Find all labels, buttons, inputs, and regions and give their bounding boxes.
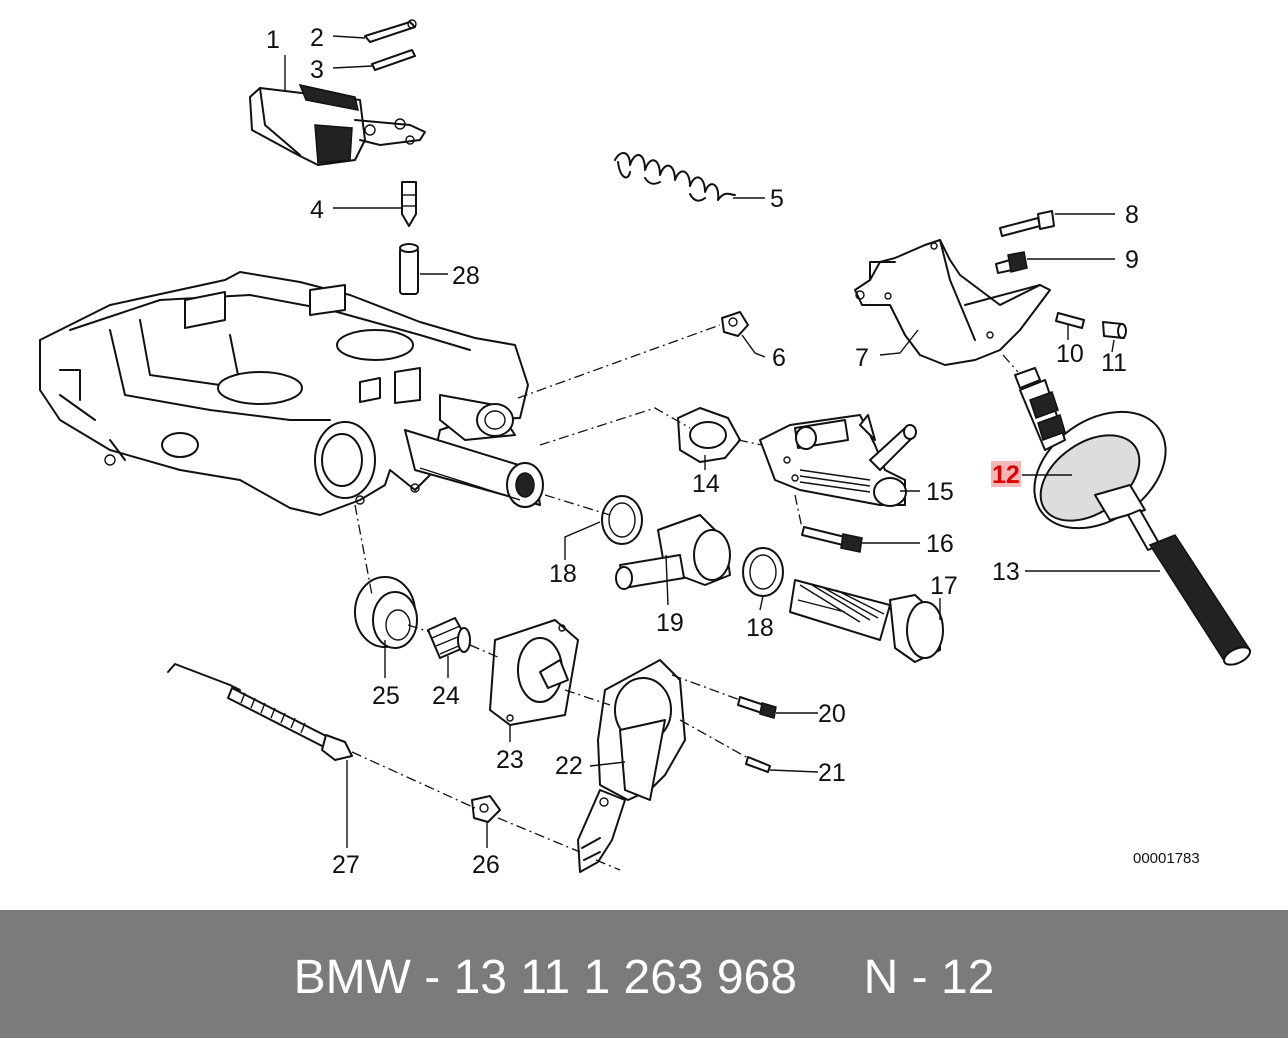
part-25-seal — [354, 576, 418, 649]
label-8: 8 — [1125, 201, 1139, 229]
part-13-rod — [1127, 509, 1252, 666]
part-number-caption: BMW - 13 11 1 263 968 N - 12 — [293, 951, 995, 1004]
diagram-svg: 1 2 3 4 5 6 7 8 9 10 11 12 13 14 15 16 1… — [39, 19, 1252, 879]
part-11-cap — [1102, 321, 1127, 339]
label-24: 24 — [432, 682, 460, 710]
label-1: 1 — [266, 26, 280, 54]
assembly-lines — [351, 324, 1019, 871]
exploded-parts-diagram: 1 2 3 4 5 6 7 8 9 10 11 12 13 14 15 16 1… — [39, 19, 1252, 879]
highlight-box — [991, 461, 1021, 487]
label-10: 10 — [1056, 340, 1084, 368]
label-21: 21 — [818, 759, 846, 787]
label-3: 3 — [310, 56, 324, 84]
reference-number: 00001783 — [1133, 850, 1200, 867]
part-3-pin — [371, 49, 416, 71]
label-22: 22 — [555, 752, 583, 780]
label-4: 4 — [310, 196, 324, 224]
part-14-gasket — [677, 407, 741, 463]
label-2: 2 — [310, 24, 324, 52]
label-23: 23 — [496, 746, 524, 774]
part-10-stud — [1055, 312, 1085, 329]
label-9: 9 — [1125, 246, 1139, 274]
part-12-vacuum-unit — [1014, 367, 1167, 530]
leader-lines — [284, 35, 1160, 848]
label-25: 25 — [372, 682, 400, 710]
label-14: 14 — [692, 470, 720, 498]
label-5: 5 — [770, 185, 784, 213]
part-labels: 1 2 3 4 5 6 7 8 9 10 11 12 13 14 15 16 1… — [266, 24, 1139, 879]
part-17-banjo-bolt — [789, 579, 944, 663]
label-11: 11 — [1101, 349, 1127, 377]
label-28: 28 — [452, 262, 480, 290]
part-4-needle — [401, 181, 417, 227]
label-27: 27 — [332, 851, 360, 879]
label-13: 13 — [992, 558, 1020, 586]
label-7: 7 — [855, 344, 869, 372]
throttle-body-housing — [39, 271, 544, 516]
part-20-screw — [737, 696, 777, 719]
part-26-nut — [471, 795, 501, 823]
label-17: 17 — [930, 572, 958, 600]
label-16: 16 — [926, 530, 954, 558]
part-22-lever — [577, 659, 686, 873]
part-28-plug — [399, 243, 419, 295]
label-26: 26 — [472, 851, 500, 879]
part-9-screw — [995, 251, 1028, 274]
part-2-pin — [364, 19, 417, 43]
part-16-screw — [801, 526, 863, 553]
part-19-banjo — [615, 514, 731, 590]
part-23-cover — [489, 619, 579, 726]
label-6: 6 — [772, 344, 786, 372]
part-24-spring-boot — [427, 617, 471, 659]
part-6-cap — [721, 311, 749, 337]
part-15-fitting — [759, 414, 917, 507]
part-7-bracket — [854, 239, 1051, 366]
part-18-ring-b — [742, 547, 784, 597]
part-8-screw — [999, 210, 1055, 237]
part-18-ring-a — [601, 495, 643, 545]
label-15: 15 — [926, 478, 954, 506]
label-18b: 18 — [746, 614, 774, 642]
footer-bar: BMW - 13 11 1 263 968 N - 12 — [0, 910, 1288, 1038]
part-1-block — [249, 83, 426, 166]
label-20: 20 — [818, 700, 846, 728]
label-19: 19 — [656, 609, 684, 637]
part-27-rod-spring — [167, 663, 353, 761]
part-5-spring — [614, 152, 736, 202]
part-21-stud — [745, 756, 771, 773]
label-18a: 18 — [549, 560, 577, 588]
label-12: 12 — [992, 461, 1020, 489]
